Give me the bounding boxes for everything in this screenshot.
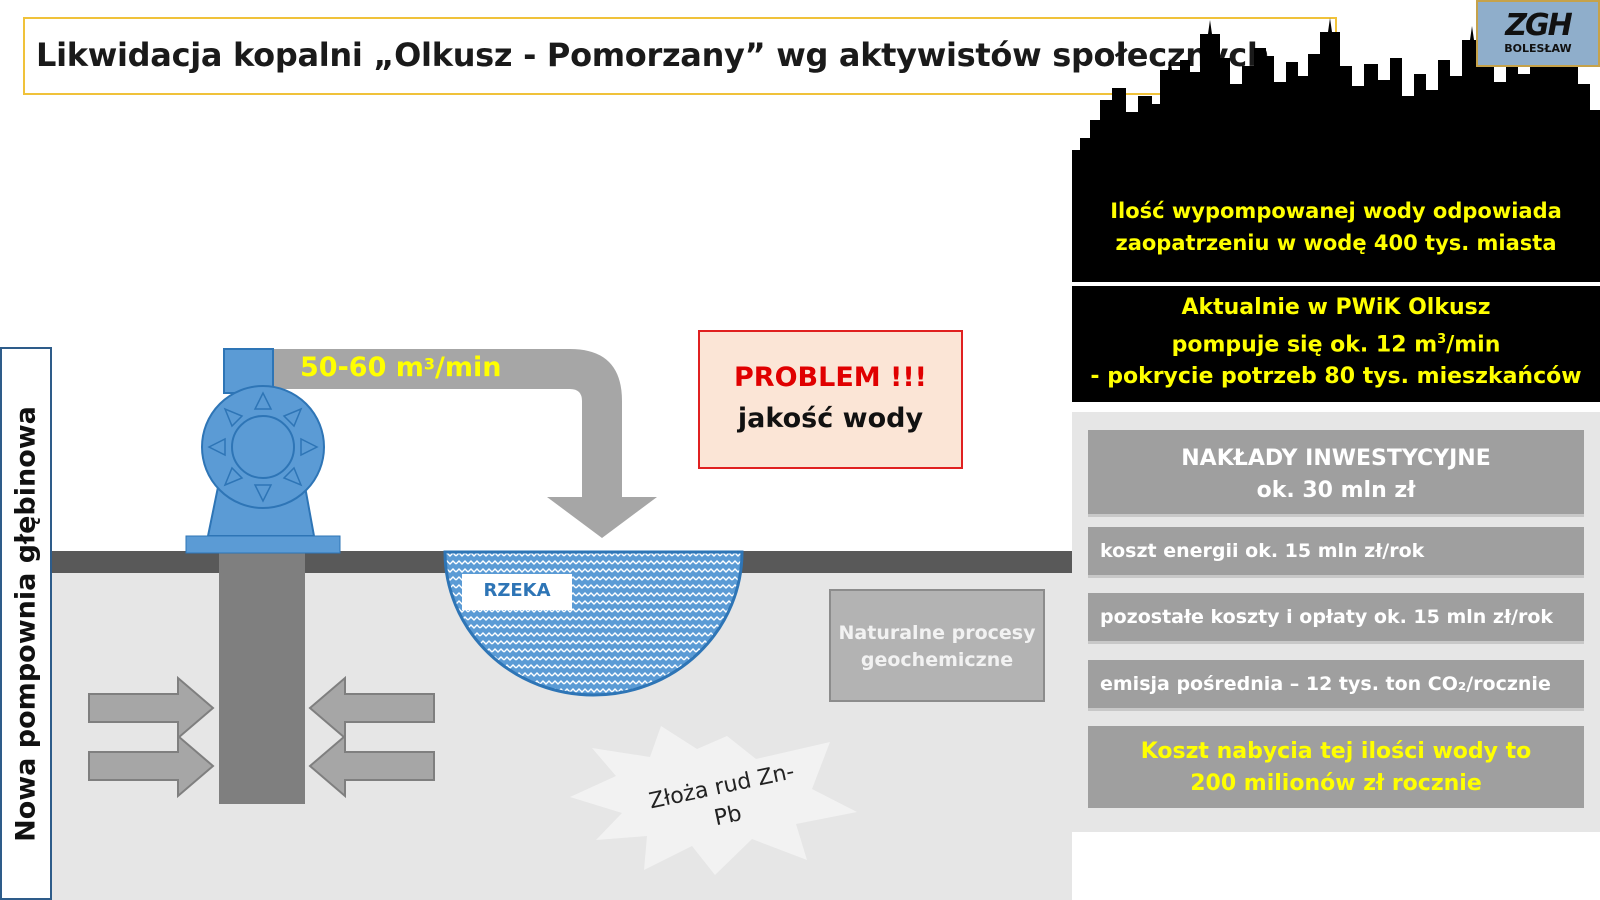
investment-value: ok. 30 mln zł bbox=[1256, 478, 1416, 503]
vertical-label-box bbox=[0, 347, 52, 900]
flow-rate-unit: /min bbox=[435, 352, 502, 383]
city-equivalence-line2: zaopatrzeniu w wodę 400 tys. miasta bbox=[1115, 231, 1557, 255]
pump-blades bbox=[207, 391, 319, 503]
problem-box bbox=[698, 330, 963, 469]
city-equivalence-line1: Ilość wypompowanej wody odpowiada bbox=[1110, 199, 1562, 223]
flow-rate-value: 50-60 m bbox=[300, 352, 424, 383]
problem-subtitle: jakość wody bbox=[737, 403, 924, 434]
cost-row bbox=[1088, 527, 1584, 578]
price-box bbox=[1088, 726, 1584, 808]
investment-box bbox=[1088, 430, 1584, 517]
logo-mark: ZGH bbox=[1505, 8, 1572, 43]
delivery-pipe-arrow bbox=[270, 349, 657, 538]
cost-other-label: pozostałe koszty i opłaty ok. 15 mln zł/… bbox=[1100, 606, 1554, 628]
problem-title: PROBLEM !!! bbox=[734, 362, 927, 393]
pwik-line2-value: pompuje się ok. 12 m bbox=[1171, 332, 1438, 358]
ore-deposit-burst bbox=[570, 726, 857, 875]
pwik-line3: - pokrycie potrzeb 80 tys. mieszkańców bbox=[1090, 364, 1582, 390]
flow-rate-exponent: 3 bbox=[423, 354, 436, 374]
city-skyline bbox=[1072, 10, 1600, 282]
inflow-arrow bbox=[308, 733, 435, 799]
flow-rate-label: 50-60 m3/min bbox=[300, 352, 502, 383]
natural-processes-label: Naturalne procesy geochemiczne bbox=[829, 620, 1045, 674]
pwik-line2-unit: /min bbox=[1446, 332, 1501, 358]
logo-subtitle: BOLESŁAW bbox=[1504, 42, 1572, 55]
investment-title: NAKŁADY INWESTYCYJNE bbox=[1181, 446, 1491, 471]
natural-processes-line2: geochemiczne bbox=[860, 649, 1014, 671]
price-line2: 200 milionów zł rocznie bbox=[1190, 771, 1482, 796]
skyline-silhouette bbox=[1072, 10, 1600, 282]
river-label-box bbox=[462, 574, 572, 610]
city-equivalence-text: Ilość wypompowanej wody odpowiada zaopat… bbox=[1072, 195, 1600, 259]
pump-impeller bbox=[231, 415, 295, 479]
cost-emission-label: emisja pośrednia – 12 tys. ton CO₂/roczn… bbox=[1100, 673, 1551, 695]
investment-text: NAKŁADY INWESTYCYJNE ok. 30 mln zł bbox=[1088, 443, 1584, 507]
cost-row bbox=[1088, 593, 1584, 644]
title-box bbox=[23, 17, 1337, 95]
inflow-arrow bbox=[308, 675, 435, 741]
natural-processes-line1: Naturalne procesy bbox=[838, 622, 1036, 644]
inflow-arrow bbox=[88, 675, 215, 741]
price-line1: Koszt nabycia tej ilości wody to bbox=[1140, 739, 1532, 764]
inflow-arrows bbox=[88, 675, 435, 799]
price-text: Koszt nabycia tej ilości wody to 200 mil… bbox=[1088, 736, 1584, 800]
pwik-box bbox=[1072, 286, 1600, 402]
pump-flange bbox=[185, 535, 341, 554]
pwik-text: Aktualnie w PWiK Olkusz pompuje się ok. … bbox=[1072, 292, 1600, 393]
cost-energy-label: koszt energii ok. 15 mln zł/rok bbox=[1100, 540, 1425, 562]
well-shaft bbox=[219, 551, 305, 804]
river-label: RZEKA bbox=[483, 580, 551, 601]
company-logo bbox=[1476, 0, 1600, 67]
pwik-line2-exponent: 3 bbox=[1437, 332, 1447, 347]
pwik-line2: pompuje się ok. 12 m3/min bbox=[1072, 324, 1600, 361]
pwik-line1: Aktualnie w PWiK Olkusz bbox=[1181, 295, 1491, 320]
cost-row bbox=[1088, 660, 1584, 711]
inflow-arrow bbox=[88, 733, 215, 799]
slide-title: Likwidacja kopalni „Olkusz - Pomorzany” … bbox=[36, 36, 1270, 74]
natural-processes-box bbox=[829, 589, 1045, 702]
